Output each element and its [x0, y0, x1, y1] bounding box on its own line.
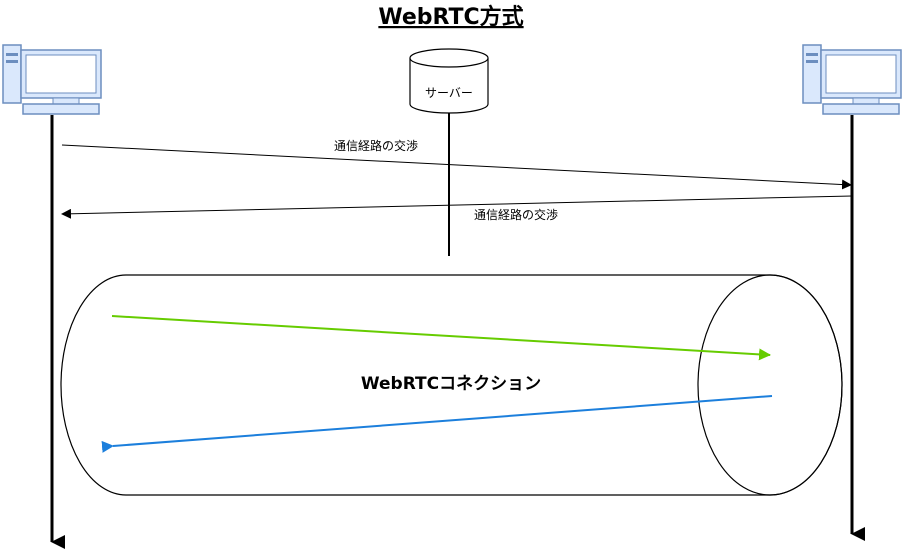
negotiation-arrow-to-left: [61, 195, 853, 219]
diagram-title: WebRTC方式: [378, 4, 523, 30]
server-cylinder-icon: [409, 48, 489, 114]
connection-label: WebRTCコネクション: [361, 374, 541, 394]
negotiation-label-to-right: 通信経路の交渉: [334, 138, 418, 153]
right-computer-icon: [802, 44, 902, 115]
negotiation-label-to-left: 通信経路の交渉: [474, 207, 558, 222]
left-computer-icon: [2, 44, 102, 115]
server-label: サーバー: [425, 86, 473, 100]
data-flow-arrow-to-left: [101, 395, 773, 453]
negotiation-arrow-to-right: [61, 144, 852, 190]
data-flow-arrow-to-right: [111, 315, 771, 361]
connection-tube: [60, 274, 843, 496]
